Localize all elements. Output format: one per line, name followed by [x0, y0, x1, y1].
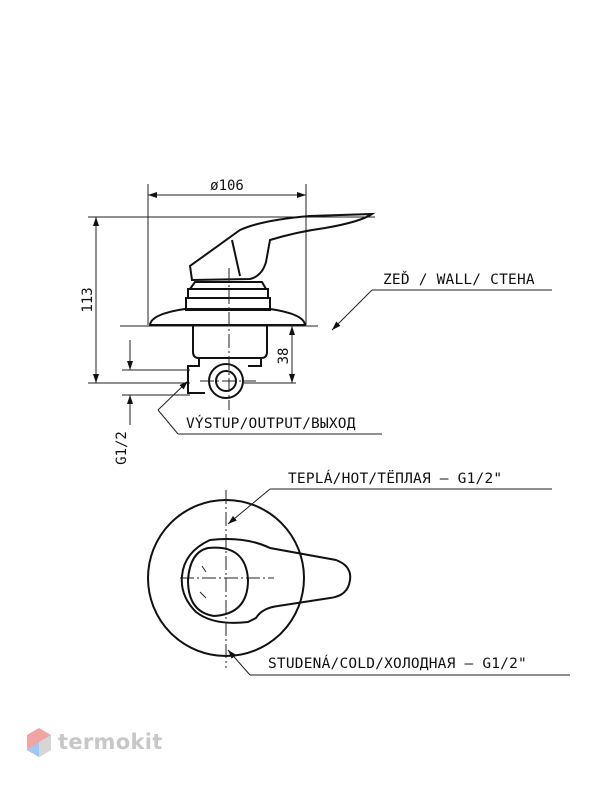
- hot-leader: TEPLÁ/HOT/ТЁПЛАЯ – G1/2": [227, 469, 552, 525]
- valve-body: [192, 326, 268, 359]
- output-leader: VÝSTUP/OUTPUT/ВЫХОД: [157, 380, 382, 435]
- wall-label: ZEĎ / WALL/ СТЕНА: [383, 271, 535, 288]
- front-view: TEPLÁ/HOT/ТЁПЛАЯ – G1/2" STUDENÁ/COLD/ХО…: [147, 469, 570, 676]
- height-body-label: 38: [276, 348, 292, 365]
- height-total-label: 113: [80, 287, 96, 312]
- logo-text: termokit: [58, 730, 163, 754]
- lever-handle: [188, 212, 376, 282]
- thread-label: G1/2: [114, 431, 130, 465]
- hot-label: TEPLÁ/HOT/ТЁПЛАЯ – G1/2": [288, 469, 502, 487]
- height-body-dimension: 38: [244, 325, 296, 384]
- escutcheon: [148, 308, 307, 326]
- termokit-logo-icon: [27, 728, 51, 757]
- side-view: ø106 113 ZEĎ / WALL/ СТЕНА: [80, 178, 552, 465]
- diameter-label: ø106: [210, 178, 244, 194]
- cold-leader: STUDENÁ/COLD/ХОЛОДНАЯ – G1/2": [227, 649, 570, 676]
- outlet-connector: [187, 358, 262, 394]
- thread-dimension: G1/2: [114, 340, 190, 465]
- lever-front: [180, 538, 352, 624]
- output-label: VÝSTUP/OUTPUT/ВЫХОД: [186, 415, 356, 432]
- cold-label: STUDENÁ/COLD/ХОЛОДНАЯ – G1/2": [268, 655, 527, 672]
- height-total-dimension: 113: [80, 216, 375, 384]
- wall-leader: ZEĎ / WALL/ СТЕНА: [331, 271, 552, 331]
- diameter-dimension: ø106: [147, 178, 307, 325]
